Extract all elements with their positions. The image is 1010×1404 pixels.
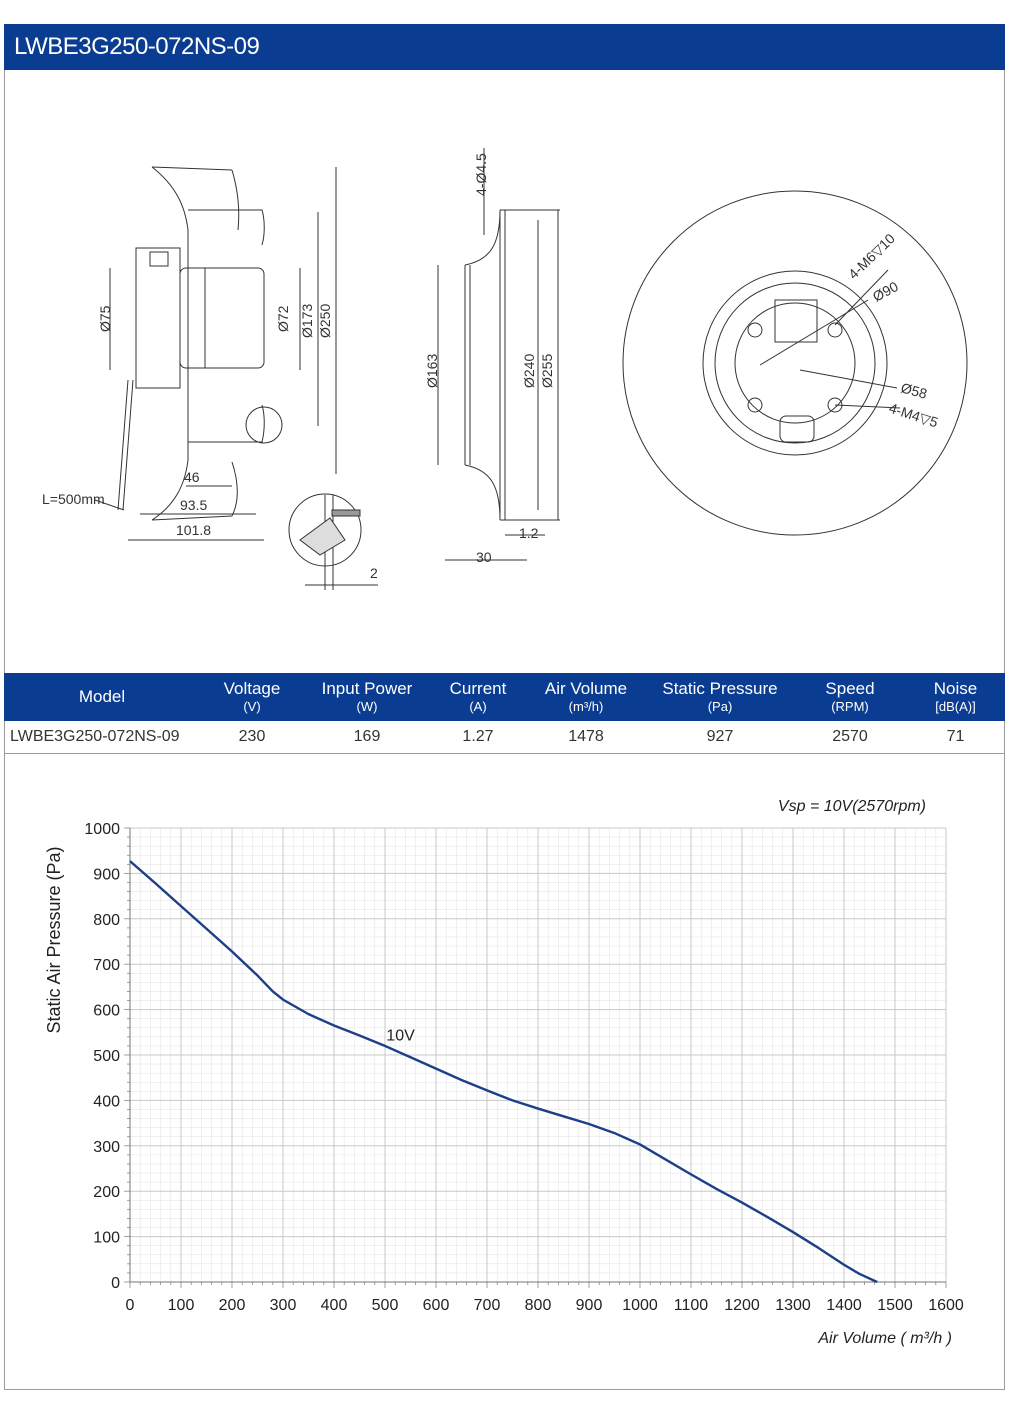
front-view <box>622 190 968 536</box>
dim-w30: 30 <box>476 549 492 565</box>
spec-header-row: Model Voltage(V) Input Power(W) Current(… <box>4 673 1005 721</box>
dim-d173: Ø173 <box>299 304 315 338</box>
dim-d240: Ø240 <box>521 354 537 388</box>
technical-drawing-svg: Ø75 Ø72 Ø173 Ø250 L=500mm 46 93.5 101.8 … <box>42 148 968 590</box>
side-view <box>117 166 283 521</box>
col-speed: Speed(RPM) <box>794 673 906 721</box>
dim-d90: Ø90 <box>870 278 901 305</box>
x-tick-label: 600 <box>423 1297 450 1314</box>
y-tick-label: 800 <box>93 912 120 929</box>
col-input-power: Input Power(W) <box>304 673 430 721</box>
y-tick-label: 600 <box>93 1003 120 1020</box>
y-tick-label: 200 <box>93 1184 120 1201</box>
cell-air-volume: 1478 <box>526 721 646 754</box>
col-model: Model <box>4 673 200 721</box>
col-current: Current(A) <box>430 673 526 721</box>
x-axis-title: Air Volume ( m³/h ) <box>817 1330 952 1347</box>
y-tick-label: 700 <box>93 957 120 974</box>
y-tick-label: 900 <box>93 866 120 883</box>
dim-m4: 4-M4▽5 <box>887 400 940 431</box>
dim-d72: Ø72 <box>275 305 291 332</box>
cell-noise: 71 <box>906 721 1005 754</box>
cell-speed: 2570 <box>794 721 906 754</box>
x-tick-label: 1500 <box>877 1297 913 1314</box>
x-tick-label: 800 <box>525 1297 552 1314</box>
x-tick-label: 1000 <box>622 1297 658 1314</box>
dim-t2: 2 <box>370 565 378 581</box>
dim-d250: Ø250 <box>317 304 333 338</box>
cable-length-label: L=500mm <box>42 491 105 507</box>
col-air-volume: Air Volume(m³/h) <box>526 673 646 721</box>
x-tick-label: 0 <box>126 1297 135 1314</box>
col-noise: Noise[dB(A)] <box>906 673 1005 721</box>
dim-d255: Ø255 <box>539 354 555 388</box>
y-tick-label: 400 <box>93 1093 120 1110</box>
dim-t1-2: 1.2 <box>519 525 539 541</box>
col-static-pressure: Static Pressure(Pa) <box>646 673 794 721</box>
x-tick-label: 1300 <box>775 1297 811 1314</box>
y-tick-label: 100 <box>93 1230 120 1247</box>
y-tick-label: 300 <box>93 1139 120 1156</box>
y-tick-label: 1000 <box>84 821 120 838</box>
cell-static-pressure: 927 <box>646 721 794 754</box>
series-label-10v: 10V <box>386 1028 415 1045</box>
product-title-bar: LWBE3G250-072NS-09 <box>4 24 1005 70</box>
cell-current: 1.27 <box>430 721 526 754</box>
x-tick-label: 1400 <box>826 1297 862 1314</box>
spec-data-row: LWBE3G250-072NS-09 230 169 1.27 1478 927… <box>4 721 1005 754</box>
x-tick-label: 1600 <box>928 1297 964 1314</box>
chart-annotation: Vsp = 10V(2570rpm) <box>778 798 926 815</box>
product-title: LWBE3G250-072NS-09 <box>14 33 260 60</box>
x-tick-label: 700 <box>474 1297 501 1314</box>
y-tick-label: 500 <box>93 1048 120 1065</box>
dim-holes: 4-Ø4.5 <box>473 153 489 196</box>
y-tick-label: 0 <box>111 1275 120 1292</box>
x-tick-label: 100 <box>168 1297 195 1314</box>
cell-input-power: 169 <box>304 721 430 754</box>
x-tick-label: 200 <box>219 1297 246 1314</box>
cell-model: LWBE3G250-072NS-09 <box>4 721 200 754</box>
x-tick-label: 1200 <box>724 1297 760 1314</box>
col-voltage: Voltage(V) <box>200 673 304 721</box>
x-tick-label: 400 <box>321 1297 348 1314</box>
y-axis-title: Static Air Pressure (Pa) <box>44 846 64 1033</box>
dim-d163: Ø163 <box>424 354 440 388</box>
cell-voltage: 230 <box>200 721 304 754</box>
section-view <box>464 209 560 521</box>
dim-w93-5: 93.5 <box>180 497 207 513</box>
dim-w46: 46 <box>184 469 200 485</box>
technical-drawing: Ø75 Ø72 Ø173 Ø250 L=500mm 46 93.5 101.8 … <box>0 70 1010 670</box>
x-tick-label: 1100 <box>674 1297 709 1314</box>
dim-w101-8: 101.8 <box>176 522 211 538</box>
spec-table: Model Voltage(V) Input Power(W) Current(… <box>4 673 1005 754</box>
x-tick-label: 900 <box>576 1297 603 1314</box>
dim-m6: 4-M6▽10 <box>845 230 898 282</box>
x-tick-label: 500 <box>372 1297 399 1314</box>
dim-d58: Ø58 <box>899 379 929 401</box>
series-line-10v <box>129 860 878 1284</box>
x-tick-label: 300 <box>270 1297 297 1314</box>
dim-d75: Ø75 <box>97 305 113 332</box>
